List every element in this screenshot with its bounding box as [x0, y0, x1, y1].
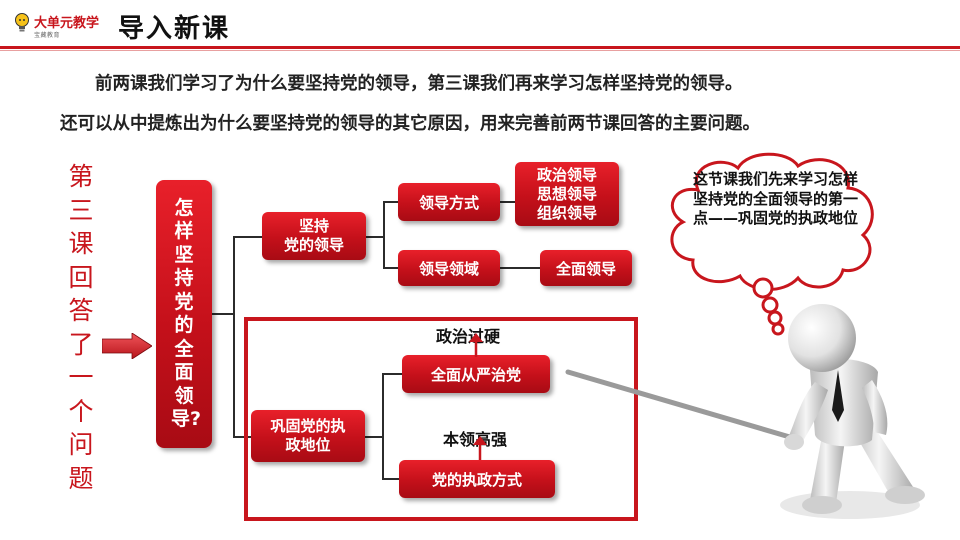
- box-jianchi: 坚持 党的领导: [262, 212, 366, 260]
- up-arrow-icon: [473, 436, 487, 460]
- highlight-frame: [244, 317, 638, 521]
- connector: [233, 236, 262, 238]
- page-title: 导入新课: [118, 14, 231, 44]
- logo-text: 大单元教学: [34, 16, 100, 31]
- connector: [382, 373, 402, 375]
- box-congyan: 全面从严治党: [402, 355, 550, 393]
- header-divider: [0, 46, 960, 49]
- label-zhengzhi: 政治过硬: [436, 327, 501, 346]
- connector: [382, 373, 384, 480]
- right-arrow-icon: [102, 333, 152, 359]
- connector: [383, 201, 385, 269]
- up-arrow-icon: [469, 333, 483, 357]
- connector: [233, 236, 235, 436]
- intro-line-2: 还可以从中提炼出为什么要坚持党的领导的其它原因，用来完善前两节课回答的主要问题。: [60, 114, 760, 134]
- connector: [365, 436, 383, 438]
- logo-subtext: 宝藏教育: [34, 32, 61, 39]
- box-lingyu: 领导领域: [398, 250, 500, 286]
- box-zhizheng: 党的执政方式: [399, 460, 555, 498]
- thought-bubble-icon: [670, 152, 874, 336]
- connector: [366, 236, 384, 238]
- connector: [500, 267, 540, 269]
- connector: [233, 436, 251, 438]
- connector: [383, 267, 398, 269]
- header-divider-thin: [0, 50, 960, 51]
- box-fangshi: 领导方式: [398, 183, 500, 221]
- connector: [383, 201, 398, 203]
- side-question: 第三课回答了一个问题: [68, 162, 94, 493]
- box-gonggu: 巩固党的执 政地位: [251, 410, 365, 462]
- thought-bubble-text: 这节课我们先来学习怎样坚持党的全面领导的第一点——巩固党的执政地位: [692, 170, 858, 227]
- presenter-figure-icon: [565, 304, 925, 519]
- box-fangshi-items: 政治领导 思想领导 组织领导: [515, 162, 619, 226]
- label-benling: 本领高强: [443, 430, 508, 449]
- lightbulb-icon: [15, 13, 29, 32]
- connector: [382, 478, 399, 480]
- logo: 大单元教学 宝藏教育: [12, 8, 102, 42]
- connector: [212, 313, 234, 315]
- box-quanmian: 全面领导: [540, 250, 632, 286]
- main-question-box: 怎样坚持党的全面领导?: [156, 180, 212, 448]
- connector: [500, 201, 515, 203]
- intro-line-1: 前两课我们学习了为什么要坚持党的领导，第三课我们再来学习怎样坚持党的领导。: [95, 74, 743, 94]
